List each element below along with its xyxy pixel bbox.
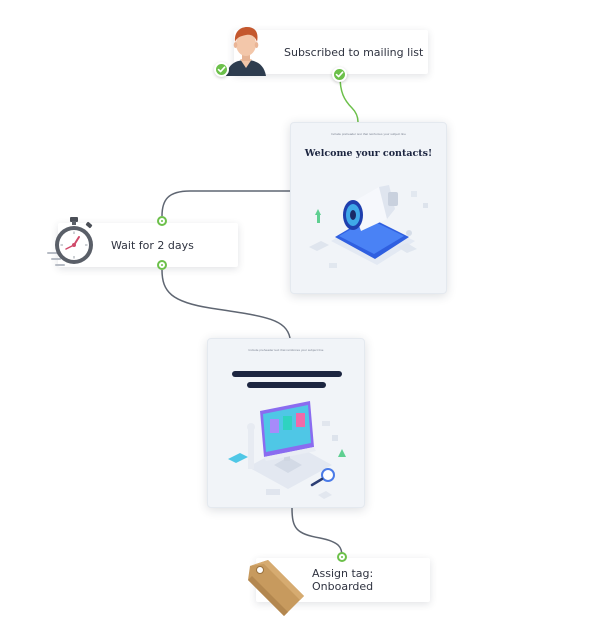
checkmark-icon <box>214 62 229 77</box>
price-tag-icon <box>244 556 308 620</box>
email-onboarding-card[interactable]: Include preheader text that reinforces y… <box>207 338 365 508</box>
email-preheader: Include preheader text that reinforces y… <box>330 132 406 136</box>
computer-illustration <box>228 401 346 499</box>
wait-input-port <box>157 216 167 226</box>
megaphone-illustration <box>309 185 428 268</box>
email-headline-bar <box>232 371 342 377</box>
trigger-card[interactable]: Subscribed to mailing list <box>234 30 428 74</box>
connector-welcome-to-wait <box>161 190 290 217</box>
connector-trigger-to-welcome <box>339 75 359 123</box>
email-subheadline-bar <box>247 382 326 388</box>
email-welcome-card[interactable]: Include preheader text that reinforces y… <box>290 122 447 294</box>
connector-wait-to-onboard <box>161 269 291 339</box>
wait-label: Wait for 2 days <box>111 238 194 252</box>
wait-output-port <box>157 260 167 270</box>
tag-input-port <box>337 552 347 562</box>
tag-action-label: Assign tag: Onboarded <box>312 567 374 593</box>
connector-onboard-to-tag <box>291 507 343 557</box>
email-title: Welcome your contacts! <box>304 148 433 159</box>
stopwatch-icon <box>46 213 98 269</box>
trigger-label: Subscribed to mailing list <box>284 45 424 59</box>
trigger-complete-checkmark-icon <box>332 67 347 82</box>
email-preheader: Include preheader text that reinforces y… <box>248 348 324 352</box>
user-avatar-icon <box>220 24 270 76</box>
wait-card[interactable]: Wait for 2 days <box>58 223 238 267</box>
